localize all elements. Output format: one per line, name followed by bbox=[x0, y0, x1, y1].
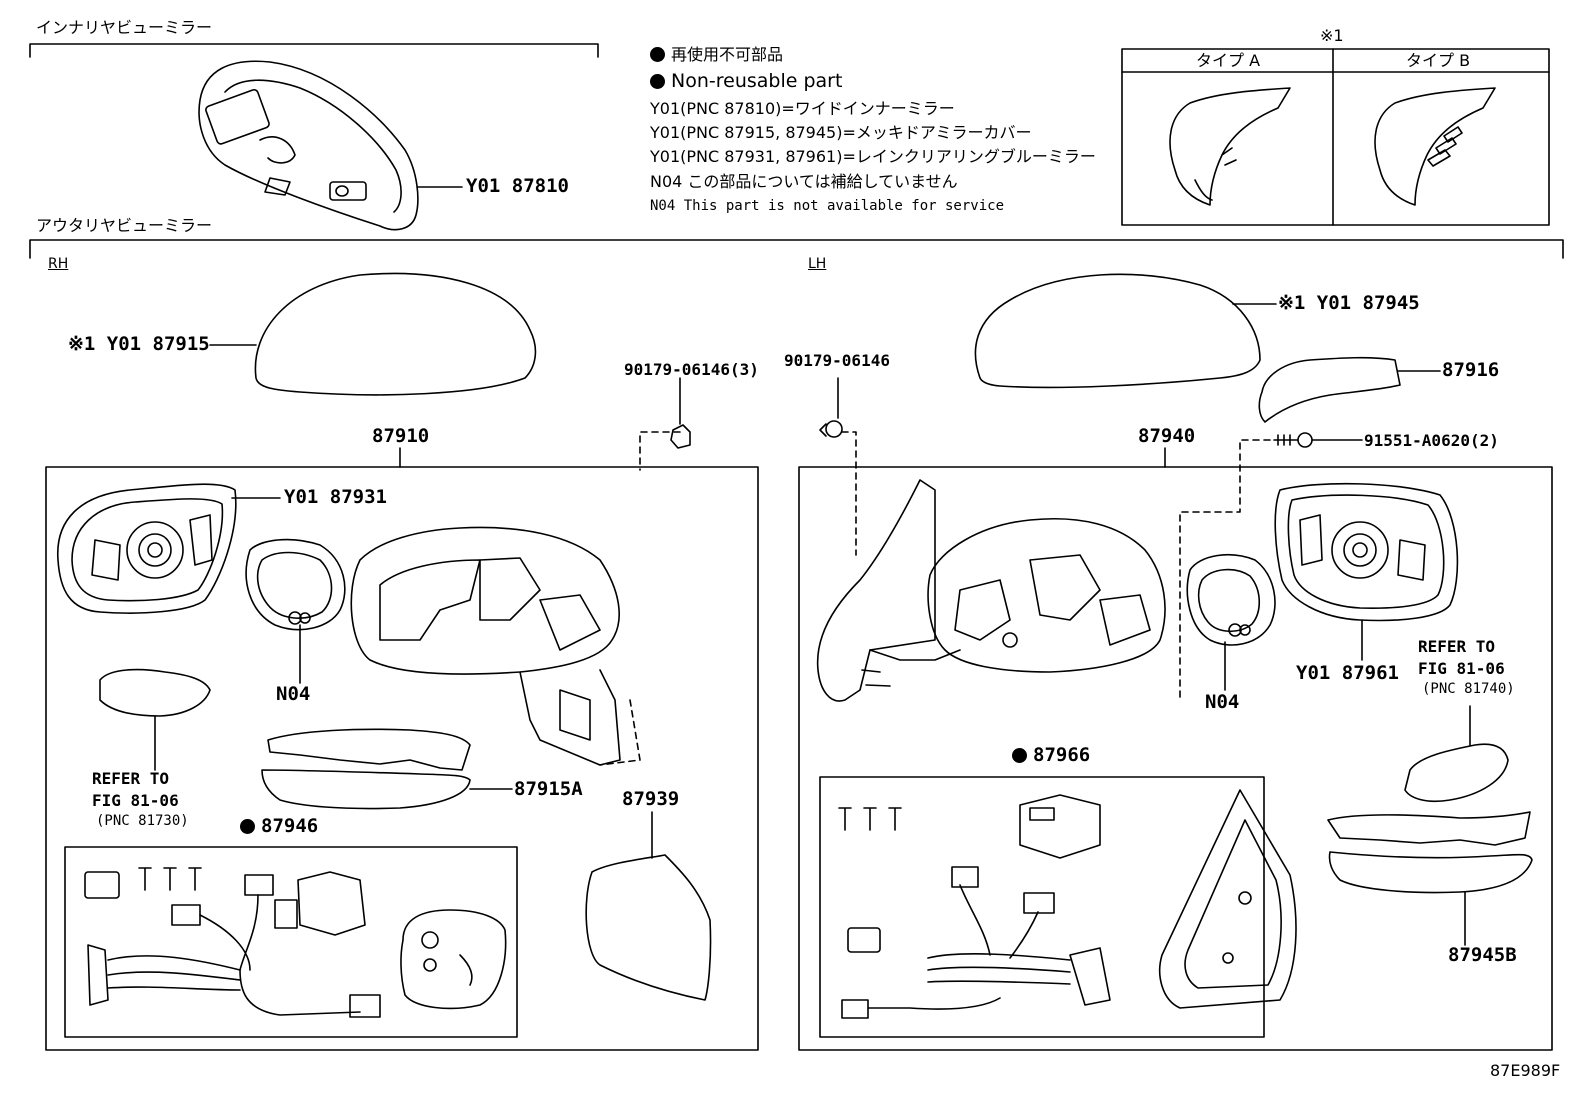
legend-nonreusable-jp: 再使用不可部品 bbox=[650, 47, 783, 63]
part-87915-label: ※1 Y01 87915 bbox=[68, 333, 210, 355]
part-87915a-label: 87915A bbox=[514, 778, 583, 800]
refer-rh-pnc: (PNC 81730) bbox=[96, 813, 189, 829]
lh-label: LH bbox=[808, 256, 827, 272]
part-87945b-label: 87945B bbox=[1448, 944, 1517, 966]
legend-n04-en: N04 This part is not available for servi… bbox=[650, 198, 1005, 214]
part-90179-label: 90179-06146 bbox=[784, 351, 890, 370]
rh-box-87910 bbox=[45, 447, 759, 1051]
part-87916-label: 87916 bbox=[1442, 359, 1500, 381]
rh-actuator-n04 bbox=[245, 538, 346, 684]
nonreusable-dot-icon bbox=[650, 47, 665, 62]
outer-mirror-heading: アウタリヤビューミラー bbox=[36, 216, 213, 235]
type-b-label: タイプ B bbox=[1406, 51, 1471, 70]
nonreusable-dot-icon bbox=[1012, 748, 1027, 763]
part-87810-label: Y01 87810 bbox=[466, 175, 569, 197]
refer-lh-pnc: (PNC 81740) bbox=[1422, 681, 1515, 697]
lh-box-87940 bbox=[798, 447, 1553, 1051]
lh-kit-87966-parts bbox=[838, 789, 1297, 1019]
lh-cover-87945 bbox=[974, 273, 1277, 389]
part-87931-label: Y01 87931 bbox=[284, 486, 387, 508]
legend-y01-87915: Y01(PNC 87915, 87945)=メッキドアミラーカバー bbox=[650, 123, 1032, 142]
legend-n04-jp: N04 この部品については補給していません bbox=[650, 172, 958, 191]
n04-lh-label: N04 bbox=[1205, 691, 1240, 713]
refer-rh-line1: REFER TO bbox=[92, 769, 170, 788]
refer-lh-line2: FIG 81-06 bbox=[1418, 659, 1505, 678]
rh-turn-signal bbox=[99, 668, 211, 771]
type-a-label: タイプ A bbox=[1196, 51, 1261, 70]
inner-mirror-illustration bbox=[198, 60, 463, 231]
part-87940-label: 87940 bbox=[1138, 425, 1196, 447]
part-87910-label: 87910 bbox=[372, 425, 430, 447]
clip-90179-lh bbox=[819, 377, 857, 556]
inner-mirror-heading: インナリヤビューミラー bbox=[36, 18, 213, 37]
rh-mirror-housing bbox=[350, 526, 641, 766]
lh-mirror-housing bbox=[816, 479, 1166, 702]
lh-mirror-glass bbox=[1274, 482, 1459, 661]
rh-part-87939 bbox=[585, 811, 712, 1001]
part-87966-label: 87966 bbox=[1012, 746, 1090, 765]
outer-mirror-bracket bbox=[29, 239, 1564, 259]
screw-91551 bbox=[1179, 432, 1363, 701]
figure-id: 87E989F bbox=[1490, 1061, 1561, 1080]
nonreusable-dot-icon bbox=[650, 74, 665, 89]
part-87946-label: 87946 bbox=[240, 817, 318, 836]
rh-mirror-glass bbox=[57, 483, 281, 614]
rh-part-87915a bbox=[261, 728, 513, 810]
legend-y01-87810: Y01(PNC 87810)=ワイドインナーミラー bbox=[650, 99, 955, 118]
inner-mirror-bracket bbox=[29, 43, 599, 58]
lh-part-87916 bbox=[1258, 356, 1441, 423]
clip-90179-rh bbox=[639, 377, 691, 471]
type-box bbox=[1121, 48, 1550, 226]
nonreusable-dot-icon bbox=[240, 819, 255, 834]
type-box-mark: ※1 bbox=[1320, 26, 1344, 45]
rh-label: RH bbox=[48, 256, 69, 272]
part-87945-label: ※1 Y01 87945 bbox=[1278, 292, 1420, 314]
refer-lh-line1: REFER TO bbox=[1418, 637, 1496, 656]
part-87939-label: 87939 bbox=[622, 788, 680, 810]
lh-actuator-n04 bbox=[1186, 554, 1276, 691]
legend-nonreusable-en: Non-reusable part bbox=[650, 72, 842, 91]
refer-rh-line2: FIG 81-06 bbox=[92, 791, 179, 810]
part-90179-3-label: 90179-06146(3) bbox=[624, 360, 759, 379]
n04-rh-label: N04 bbox=[276, 683, 311, 705]
legend-y01-87931: Y01(PNC 87931, 87961)=レインクリアリングブルーミラー bbox=[650, 147, 1096, 166]
lh-turn-signal bbox=[1404, 705, 1509, 803]
part-87961-label: Y01 87961 bbox=[1296, 662, 1399, 684]
rh-cover-87915 bbox=[209, 272, 537, 396]
lh-part-87945b bbox=[1327, 811, 1533, 946]
rh-kit-87946-parts bbox=[84, 867, 507, 1018]
part-91551-label: 91551-A0620(2) bbox=[1364, 431, 1499, 450]
